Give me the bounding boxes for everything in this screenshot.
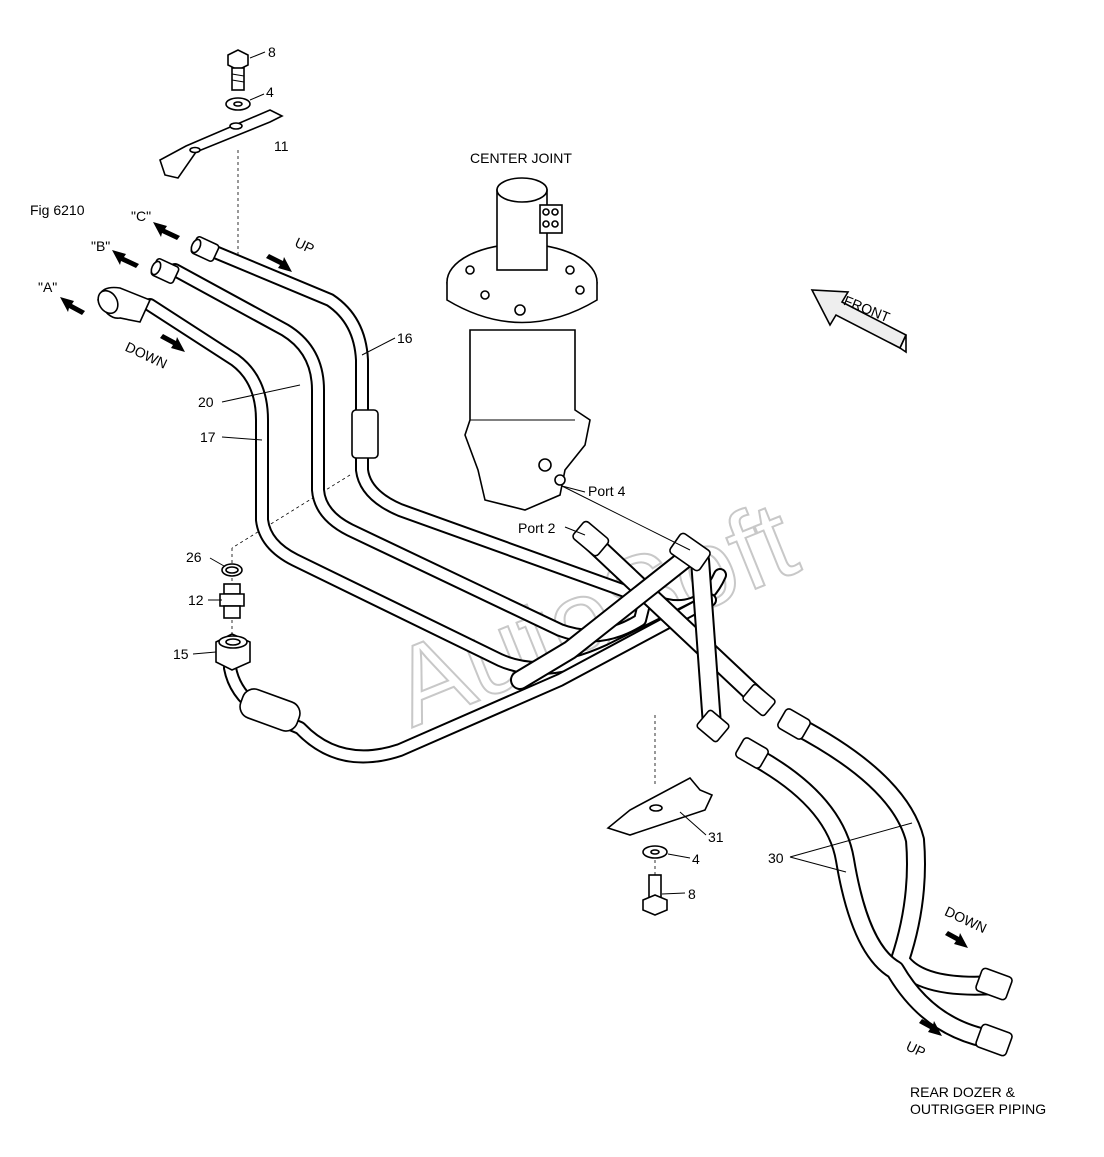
center-joint-icon xyxy=(446,177,598,511)
callout-4-top: 4 xyxy=(266,84,274,100)
arrow-down-right-icon xyxy=(945,931,968,948)
figure-id: Fig 6210 xyxy=(30,202,85,218)
port2-label: Port 2 xyxy=(518,520,556,536)
arrow-down-left-icon xyxy=(160,334,185,352)
arrow-c-icon xyxy=(153,222,180,240)
direction-b: "B" xyxy=(91,238,110,254)
leader-port4-extend xyxy=(561,485,691,551)
leader-30-lower xyxy=(789,856,847,873)
hose-30-lower xyxy=(735,737,1013,1057)
callout-20: 20 xyxy=(198,394,214,410)
assembly-line-left xyxy=(231,474,351,549)
direction-c: "C" xyxy=(131,208,151,224)
leader-port4 xyxy=(561,485,586,493)
callout-26: 26 xyxy=(186,549,202,565)
callout-11: 11 xyxy=(274,138,289,154)
hose-port2 xyxy=(572,520,776,717)
bottom-washer-icon xyxy=(642,845,668,859)
direction-up-top: UP xyxy=(292,234,316,257)
direction-down-left: DOWN xyxy=(123,338,170,371)
callout-17: 17 xyxy=(200,429,216,445)
arrow-up-bottom-icon xyxy=(919,1019,942,1036)
arrow-b-icon xyxy=(112,250,139,268)
o-ring-icon xyxy=(221,563,243,577)
lower-pipe xyxy=(223,598,707,764)
fitting-c-icon xyxy=(190,235,220,263)
callout-8-top: 8 xyxy=(268,44,276,60)
callout-15: 15 xyxy=(173,646,189,662)
center-joint-label: CENTER JOINT xyxy=(470,150,572,166)
leader-8-top xyxy=(249,51,266,59)
callout-12: 12 xyxy=(188,592,204,608)
leader-15 xyxy=(192,651,217,655)
leader-4-top xyxy=(249,93,265,101)
leader-30-upper xyxy=(789,822,913,858)
arrow-a-icon xyxy=(60,297,85,315)
callout-8-bottom: 8 xyxy=(688,886,696,902)
leader-8-bottom xyxy=(661,892,686,895)
callout-31: 31 xyxy=(708,829,724,845)
leader-20 xyxy=(221,384,301,403)
top-washer-icon xyxy=(225,97,251,111)
elbow-a-icon xyxy=(97,286,152,323)
leader-port2 xyxy=(564,526,586,536)
port4-label: Port 4 xyxy=(588,483,626,499)
leader-16 xyxy=(361,337,396,356)
callout-4-bottom: 4 xyxy=(692,851,700,867)
callout-30: 30 xyxy=(768,850,784,866)
hose-port4 xyxy=(510,532,730,743)
footer-line2: OUTRIGGER PIPING xyxy=(910,1101,1046,1117)
top-clamp-icon xyxy=(159,109,284,179)
bottom-clamp-icon xyxy=(606,776,714,836)
leader-17 xyxy=(221,436,263,441)
leader-31 xyxy=(679,811,707,836)
arrow-up-top-icon xyxy=(266,254,292,272)
front-arrow-icon xyxy=(810,289,908,354)
direction-a: "A" xyxy=(38,279,57,295)
leader-4-bottom xyxy=(667,853,691,859)
pipe-20 xyxy=(168,263,652,643)
direction-up-bottom: UP xyxy=(904,1038,928,1061)
leader-26 xyxy=(209,557,225,567)
adapter-icon xyxy=(219,583,245,619)
top-bolt-icon xyxy=(227,49,249,91)
callout-16: 16 xyxy=(397,330,413,346)
direction-down-right: DOWN xyxy=(942,903,989,936)
footer-line1: REAR DOZER & xyxy=(910,1084,1016,1100)
swivel-nut-icon xyxy=(215,633,251,671)
hose-30-upper xyxy=(777,708,1013,1001)
bottom-bolt-icon xyxy=(642,874,668,916)
fitting-b-icon xyxy=(150,257,180,285)
